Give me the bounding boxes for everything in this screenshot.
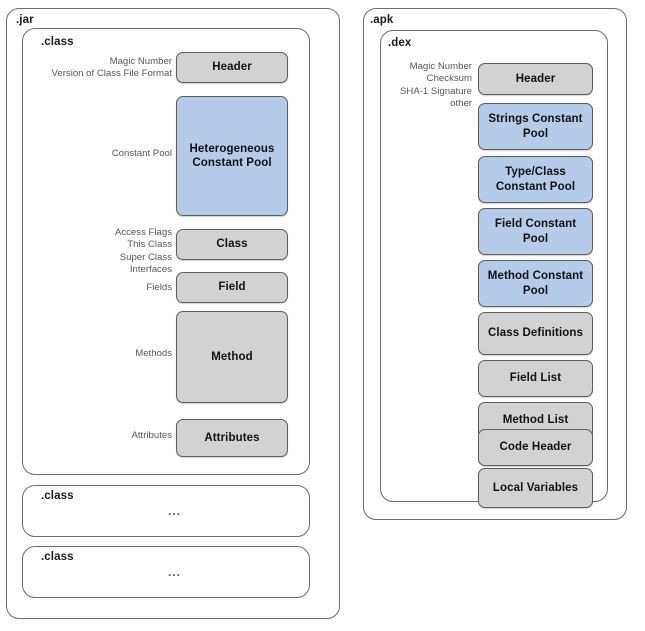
dex-block-local-variables: Local Variables: [478, 468, 593, 508]
class-container-1-label: .class: [41, 36, 74, 48]
class-block-method-label: Method: [211, 350, 253, 363]
class-block-header: Header: [176, 52, 288, 83]
class-block-header-label: Header: [212, 61, 252, 74]
dex-block-class-definitions-label: Class Definitions: [488, 327, 583, 340]
class-block-attributes-label: Attributes: [204, 431, 260, 444]
class-block-class: Class: [176, 229, 288, 260]
class-block-constant-pool-label: Heterogeneous Constant Pool: [189, 142, 275, 169]
class-class-annotation: Access Flags This Class Super Class Inte…: [114, 227, 172, 275]
class-methods-annotation: Methods: [135, 348, 172, 359]
class-block-method: Method: [176, 311, 288, 403]
class-block-attributes: Attributes: [176, 419, 288, 457]
class-block-constant-pool: Heterogeneous Constant Pool: [176, 96, 288, 216]
class-constant-pool-annotation: Constant Pool: [111, 148, 172, 159]
jar-label: .jar: [16, 14, 34, 26]
class-block-field: Field: [176, 272, 288, 303]
dex-block-code-header: Code Header: [478, 429, 593, 466]
dex-block-strings-constant-pool: Strings Constant Pool: [478, 103, 593, 150]
dex-header-annotation: Magic Number Checksum SHA-1 Signature ot…: [400, 61, 472, 109]
dex-block-header-label: Header: [515, 72, 556, 85]
dex-block-method-list-label: Method List: [502, 414, 569, 427]
class-fields-annotation: Fields: [146, 282, 172, 293]
dex-block-field-constant-pool: Field Constant Pool: [478, 208, 593, 255]
class-container-3-ellipsis: ...: [168, 565, 182, 579]
dex-block-class-definitions: Class Definitions: [478, 312, 593, 355]
class-container-3: [22, 546, 310, 598]
dex-block-field-list: Field List: [478, 360, 593, 397]
dex-block-local-variables-label: Local Variables: [492, 481, 579, 494]
class-block-field-label: Field: [218, 281, 246, 294]
class-header-annotation: Magic Number Version of Class File Forma…: [51, 56, 173, 80]
class-container-2-ellipsis: ...: [168, 504, 182, 518]
dex-block-method-constant-pool-label: Method Constant Pool: [487, 270, 584, 297]
dex-label: .dex: [388, 37, 412, 49]
dex-block-code-header-label: Code Header: [499, 441, 572, 454]
dex-block-strings-constant-pool-label: Strings Constant Pool: [488, 113, 583, 140]
class-container-3-label: .class: [41, 551, 74, 563]
dex-block-header: Header: [478, 63, 593, 95]
class-container-2: [22, 485, 310, 537]
dex-block-method-constant-pool: Method Constant Pool: [478, 260, 593, 307]
dex-block-type-class-constant-pool: Type/Class Constant Pool: [478, 156, 593, 203]
dex-block-field-constant-pool-label: Field Constant Pool: [494, 218, 577, 245]
apk-label: .apk: [370, 14, 394, 26]
class-attributes-annotation: Attributes: [131, 430, 172, 441]
dex-block-type-class-constant-pool-label: Type/Class Constant Pool: [495, 166, 576, 193]
dex-block-field-list-label: Field List: [509, 372, 562, 385]
class-block-class-label: Class: [216, 238, 248, 251]
class-container-2-label: .class: [41, 490, 74, 502]
